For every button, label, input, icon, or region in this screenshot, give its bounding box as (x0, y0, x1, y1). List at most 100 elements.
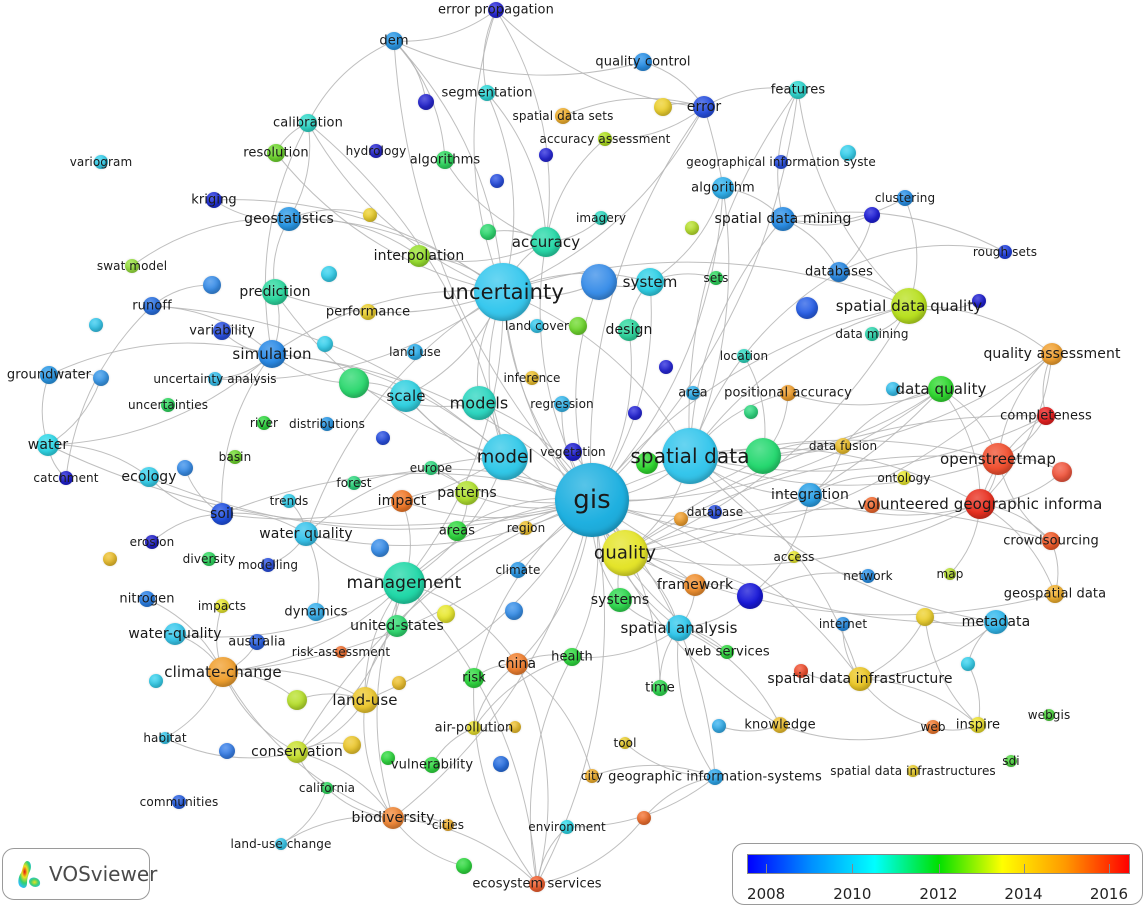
node-cyan-left[interactable] (89, 318, 103, 332)
label-systems[interactable]: systems (590, 592, 650, 608)
node-big-blue[interactable] (581, 264, 617, 300)
label-modelling[interactable]: modelling (237, 558, 299, 572)
label-soil[interactable]: soil (209, 506, 235, 522)
node-orange-vgi[interactable] (864, 497, 880, 513)
label-health[interactable]: health (551, 649, 593, 665)
node-soil[interactable] (211, 503, 233, 525)
node-patterns[interactable] (455, 481, 479, 505)
label-conservation[interactable]: conservation (251, 744, 343, 760)
label-hydrology[interactable]: hydrology (345, 144, 407, 158)
node-resolution[interactable] (267, 144, 285, 162)
node-biodiversity[interactable] (382, 807, 404, 829)
node-ecology[interactable] (139, 467, 159, 487)
node-geospatial-data[interactable] (1046, 585, 1064, 603)
node-land-use[interactable] (352, 687, 378, 713)
label-patterns[interactable]: patterns (437, 485, 497, 501)
label-map[interactable]: map (936, 567, 964, 581)
node-vegetation[interactable] (564, 443, 582, 461)
label-regression[interactable]: regression (530, 397, 594, 411)
label-vulnerability[interactable]: vulnerability (390, 757, 474, 773)
node-accuracy[interactable] (531, 227, 561, 257)
node-dynamics[interactable] (307, 603, 325, 621)
label-design[interactable]: design (605, 322, 653, 338)
node-positional-accuracy[interactable] (780, 385, 796, 401)
label-biodiversity[interactable]: biodiversity (351, 810, 435, 826)
label-algorithms[interactable]: algorithms (409, 152, 481, 168)
label-gis[interactable]: gis (573, 485, 611, 515)
node-lime-top[interactable] (685, 221, 699, 235)
label-runoff[interactable]: runoff (132, 298, 172, 314)
label-communities[interactable]: communities (139, 795, 219, 809)
node-forest[interactable] (347, 476, 361, 490)
node-framework[interactable] (684, 574, 706, 596)
node-quality[interactable] (602, 530, 648, 576)
node-habitat[interactable] (159, 732, 171, 744)
node-california[interactable] (321, 782, 333, 794)
node-scale[interactable] (390, 380, 422, 412)
node-yellow-air[interactable] (509, 721, 521, 733)
node-variability[interactable] (213, 322, 231, 340)
label-system[interactable]: system (622, 273, 678, 291)
label-algorithm[interactable]: algorithm (691, 180, 755, 196)
node-groundwater[interactable] (40, 366, 58, 384)
label-california[interactable]: california (298, 781, 356, 795)
node-big-green-1[interactable] (339, 368, 369, 398)
label-data-quality[interactable]: data quality (895, 380, 987, 398)
node-runoff[interactable] (143, 297, 161, 315)
label-united-states[interactable]: united-states (350, 618, 444, 634)
label-imagery[interactable]: imagery (575, 211, 627, 225)
label-segmentation[interactable]: segmentation (441, 85, 533, 101)
node-yellow-geostat[interactable] (363, 208, 377, 222)
node-green-pos[interactable] (744, 405, 758, 419)
node-basin[interactable] (228, 450, 242, 464)
node-blue-wq[interactable] (371, 539, 389, 557)
node-inspire[interactable] (970, 717, 986, 733)
node-dem[interactable] (385, 32, 403, 50)
label-scale[interactable]: scale (386, 387, 426, 405)
node-river[interactable] (257, 416, 271, 430)
node-conservation[interactable] (286, 741, 308, 763)
label-accuracy[interactable]: accuracy (511, 233, 581, 251)
node-models[interactable] (462, 386, 496, 420)
label-geographical-information-syste[interactable]: geographical information syste (686, 155, 876, 169)
label-model[interactable]: model (476, 446, 534, 468)
label-positional-accuracy[interactable]: positional accuracy (724, 385, 852, 401)
node-orange-env[interactable] (637, 811, 651, 825)
node-database[interactable] (708, 505, 722, 519)
node-internet[interactable] (836, 617, 850, 631)
node-diversity[interactable] (202, 552, 216, 566)
node-cyan-sim[interactable] (317, 336, 333, 352)
label-spatial-data-sets[interactable]: spatial data sets (512, 109, 614, 123)
node-error-propagation[interactable] (488, 2, 504, 18)
label-groundwater[interactable]: groundwater (6, 367, 92, 383)
node-blue-ecology[interactable] (177, 460, 193, 476)
node-uncertainties[interactable] (161, 398, 175, 412)
label-performance[interactable]: performance (325, 304, 411, 320)
label-web[interactable]: web (920, 720, 946, 734)
label-network[interactable]: network (843, 569, 893, 583)
label-inspire[interactable]: inspire (955, 717, 1001, 733)
label-risk-assessment[interactable]: risk-assessment (291, 645, 391, 659)
node-yellow-erosion[interactable] (103, 552, 117, 566)
label-integration[interactable]: integration (770, 487, 850, 503)
node-ecosystem-services[interactable] (529, 876, 545, 892)
node-geographical-information-syste[interactable] (774, 155, 788, 169)
node-web[interactable] (926, 720, 940, 734)
label-quality-control[interactable]: quality control (595, 54, 691, 70)
node-yellow-gd[interactable] (916, 608, 934, 626)
label-simulation[interactable]: simulation (232, 345, 312, 363)
node-vulnerability[interactable] (424, 757, 440, 773)
label-ontology[interactable]: ontology (877, 471, 931, 485)
label-swat-model[interactable]: swat model (96, 259, 168, 273)
node-green-sd[interactable] (636, 452, 658, 474)
node-water[interactable] (37, 434, 59, 456)
node-databases[interactable] (829, 262, 849, 282)
label-models[interactable]: models (449, 393, 509, 413)
node-trends[interactable] (282, 494, 296, 508)
label-vgi[interactable]: volunteered geographic informa (857, 495, 1103, 513)
node-calibration[interactable] (299, 114, 317, 132)
label-sets[interactable]: sets (703, 271, 729, 285)
node-green-landcover[interactable] (569, 317, 587, 335)
node-error[interactable] (693, 96, 715, 118)
